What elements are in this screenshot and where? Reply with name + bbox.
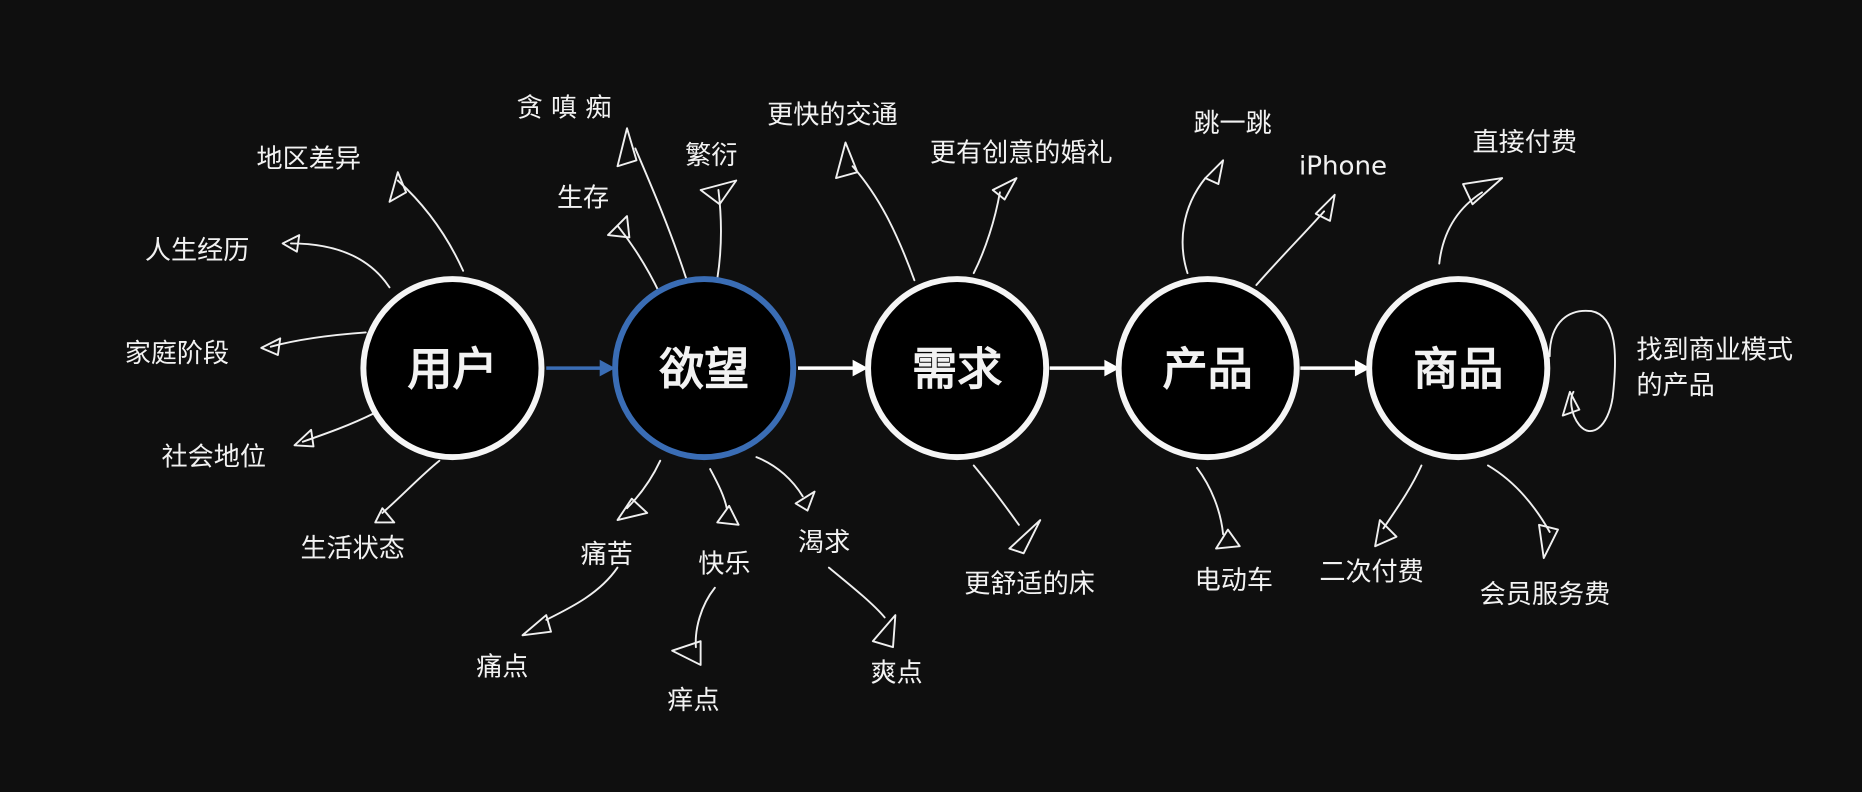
label-electric-car: 电动车	[1195, 566, 1273, 596]
label-reproduction: 繁衍	[685, 141, 737, 171]
arrow-head-icon	[1354, 359, 1371, 377]
label-greed: 贪 嗔 痴	[517, 93, 612, 123]
main-arrows	[546, 359, 1371, 377]
label-family-stage: 家庭阶段	[125, 339, 229, 369]
node-goods: 商品	[1366, 276, 1551, 461]
labels: 地区差异 人生经历 家庭阶段 社会地位 生活状态 贪 嗔 痴 生存 繁衍 痛苦 …	[125, 93, 1611, 716]
label-life-experience: 人生经历	[145, 236, 249, 266]
arrow-head-icon	[852, 359, 869, 377]
node-label: 用户	[407, 343, 497, 396]
label-life-state: 生活状态	[300, 534, 404, 564]
label-business-model-line1: 找到商业模式	[1636, 336, 1793, 366]
label-comfier-bed: 更舒适的床	[964, 570, 1095, 600]
label-pain: 痛苦	[581, 540, 633, 570]
label-joy: 快乐	[698, 549, 750, 579]
label-delight-point: 爽点	[870, 659, 922, 689]
label-itch-point: 痒点	[667, 686, 719, 716]
arrow-head-icon	[599, 359, 616, 377]
node-product: 产品	[1115, 276, 1300, 461]
node-demand: 需求	[865, 276, 1050, 461]
label-second-pay: 二次付费	[1319, 558, 1423, 588]
label-faster-transport: 更快的交通	[767, 100, 898, 130]
goods-loop-label: 找到商业模式 的产品	[1636, 336, 1793, 402]
node-label: 商品	[1413, 343, 1503, 396]
node-desire: 欲望	[612, 276, 797, 461]
label-direct-pay: 直接付费	[1473, 128, 1577, 158]
arrow-head-icon	[1104, 359, 1120, 377]
label-iphone: iPhone	[1299, 152, 1387, 182]
node-label: 需求	[912, 343, 1002, 396]
label-social-status: 社会地位	[162, 442, 266, 472]
label-membership-fee: 会员服务费	[1480, 580, 1611, 610]
label-craving: 渴求	[798, 528, 850, 558]
label-region-diff: 地区差异	[257, 144, 361, 174]
node-user: 用户	[360, 276, 545, 461]
label-survival: 生存	[557, 184, 609, 214]
label-pain-point: 痛点	[476, 653, 528, 683]
node-label: 欲望	[658, 343, 749, 396]
label-tiaoyitiao: 跳一跳	[1193, 109, 1271, 139]
label-creative-wedding: 更有创意的婚礼	[930, 138, 1113, 168]
connectors	[260, 127, 1616, 666]
label-business-model-line2: 的产品	[1636, 371, 1714, 401]
node-label: 产品	[1163, 343, 1253, 396]
